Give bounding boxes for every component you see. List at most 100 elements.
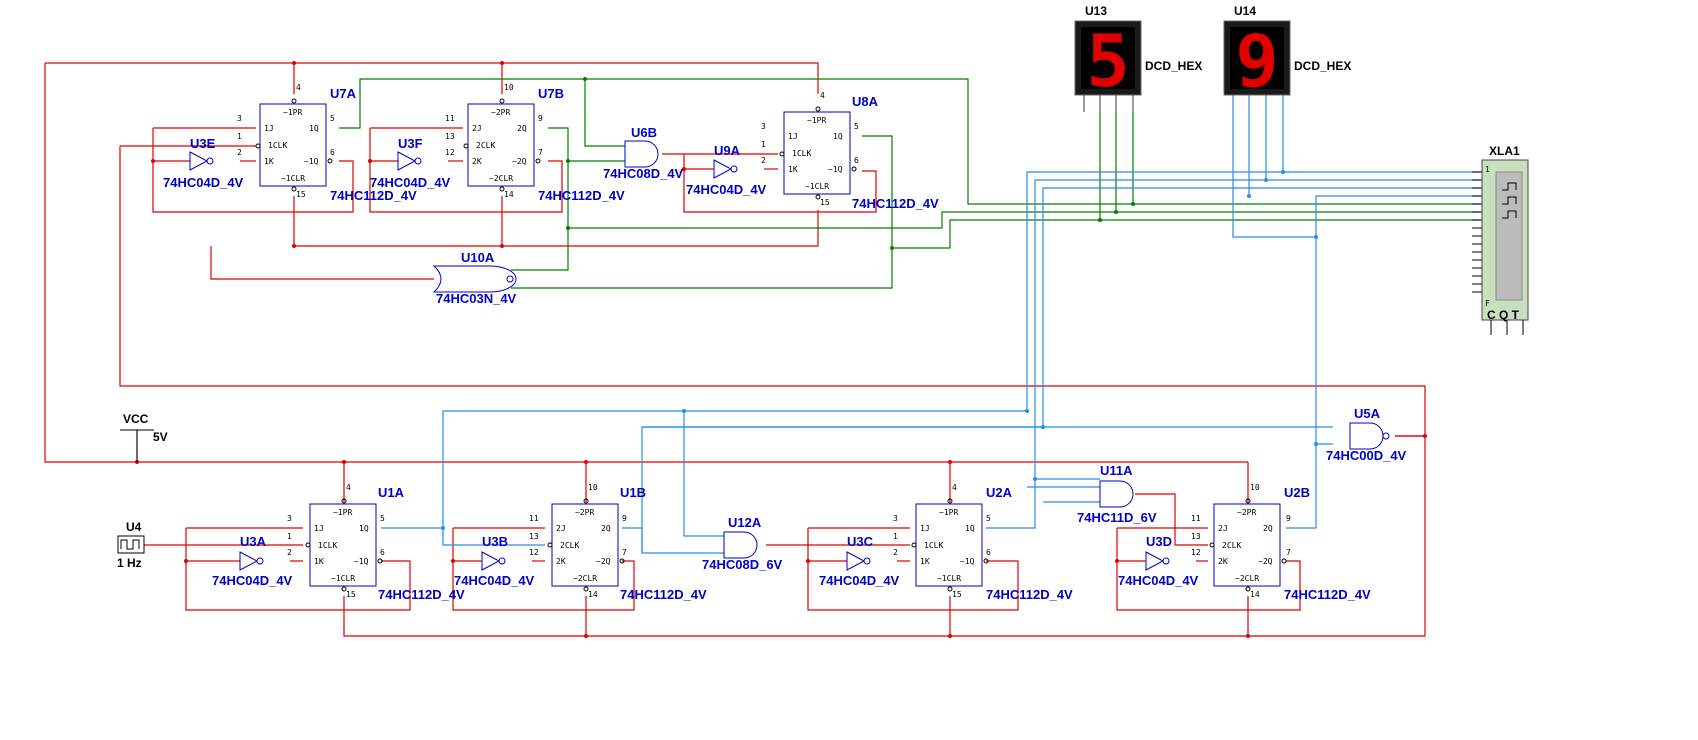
vcc-value: 5V [153,430,168,444]
pin-k: 2K [1218,557,1228,566]
part-label: 74HC04D_4V [163,175,244,190]
pin-pr: ~2PR [575,508,594,517]
pinnum: 10 [1250,483,1260,492]
analyzer-pin-f: F [1485,299,1490,308]
flipflop-u2b[interactable]: U2B 74HC112D_4V ~2PR 2J 2CLK 2K 2Q ~2Q ~… [1191,483,1371,602]
vcc-source[interactable]: VCC 5V [120,412,168,462]
pin-k: 1K [920,557,930,566]
nand-gate-u10a[interactable]: U10A 74HC03N_4V [432,250,517,306]
flipflop-u7a[interactable]: U7A 74HC112D_4V ~1PR 1J 1CLK 1K 1Q ~1Q ~… [237,83,417,203]
pin-k: 1K [314,557,324,566]
pin-clk: 1CLK [318,541,337,550]
clock-source-u4[interactable]: U4 1 Hz [117,520,145,570]
blue-wires [381,95,1480,554]
ref-label: U7B [538,86,564,101]
inverter-u3f[interactable]: U3F 74HC04D_4V [370,136,451,190]
pinnum: 14 [588,590,598,599]
pin-qn: ~1Q [960,557,975,566]
pinnum: 6 [986,548,991,557]
pin-clr: ~1CLR [331,574,355,583]
pinnum: 11 [529,514,539,523]
pinnum: 14 [1250,590,1260,599]
inverter-u3c[interactable]: U3C 74HC04D_4V [819,534,900,588]
vcc-label: VCC [123,412,149,426]
pin-clk: 1CLK [268,141,287,150]
green-junctions [566,77,1135,250]
ref-label: U1B [620,485,646,500]
ref-label: U3A [240,534,267,549]
and-gate-u6b[interactable]: U6B 74HC08D_4V [603,125,684,181]
pinnum: 1 [237,132,242,141]
flipflop-u1a[interactable]: U1A 74HC112D_4V ~1PR 1J 1CLK 1K 1Q ~1Q ~… [287,483,465,602]
display-part: DCD_HEX [1145,59,1202,73]
ref-label: U3D [1146,534,1172,549]
pin-j: 2J [556,524,566,533]
pin-q: 2Q [1263,524,1273,533]
ref-label: U3F [398,136,423,151]
pinnum: 7 [622,548,627,557]
flipflop-u1b[interactable]: U1B 74HC112D_4V ~2PR 2J 2CLK 2K 2Q ~2Q ~… [529,483,707,602]
hex-display-u14: U14 DCD_HEX 9 [1223,4,1351,103]
analyzer-ref: XLA1 [1489,144,1520,158]
pin-pr: ~1PR [283,108,302,117]
pin-j: 1J [788,132,798,141]
part-label: 74HC112D_4V [1284,587,1371,602]
pin-pr: ~2PR [491,108,510,117]
ref-label: U8A [852,94,879,109]
pinnum: 6 [330,148,335,157]
logic-analyzer-xla1[interactable]: XLA1 1 F C Q T [1472,144,1529,335]
pinnum: 5 [986,514,991,523]
flipflop-u7b[interactable]: U7B 74HC112D_4V ~2PR 2J 2CLK 2K 2Q ~2Q ~… [445,83,625,203]
nand-gate-u5a[interactable]: U5A 74HC00D_4V [1326,406,1407,463]
pinnum: 9 [622,514,627,523]
pinnum: 4 [952,483,957,492]
ref-label: U3E [190,136,216,151]
display-part: DCD_HEX [1294,59,1351,73]
and-gate-u11a[interactable]: U11A 74HC11D_6V [1077,463,1157,525]
pinnum: 15 [820,198,830,207]
pinnum: 13 [1191,532,1201,541]
part-label: 74HC11D_6V [1077,510,1157,525]
pinnum: 11 [1191,514,1201,523]
inverter-u3d[interactable]: U3D 74HC04D_4V [1118,534,1199,588]
analyzer-pin-1: 1 [1485,165,1490,174]
hex-display-u13: U13 DCD_HEX 5 [1074,4,1202,112]
part-label: 74HC08D_6V [702,557,783,572]
flipflop-u8a[interactable]: U8A 74HC112D_4V ~1PR 1J 1CLK 1K 1Q ~1Q ~… [761,91,939,211]
junction-dots [135,61,1427,638]
pin-q: 2Q [601,524,611,533]
pinnum: 2 [893,548,898,557]
part-label: 74HC112D_4V [330,188,417,203]
inverter-u3e[interactable]: U3E 74HC04D_4V [163,136,244,190]
pinnum: 12 [529,548,539,557]
pin-k: 2K [556,557,566,566]
display-ref: U14 [1234,4,1256,18]
ref-label: U1A [378,485,405,500]
display-ref: U13 [1085,4,1107,18]
pin-pr: ~1PR [333,508,352,517]
flipflop-u2a[interactable]: U2A 74HC112D_4V ~1PR 1J 1CLK 1K 1Q ~1Q ~… [893,483,1073,602]
pinnum: 6 [380,548,385,557]
inverter-u3a[interactable]: U3A 74HC04D_4V [212,534,293,588]
inverter-u9a[interactable]: U9A 74HC04D_4V [686,143,767,197]
part-label: 74HC04D_4V [686,182,767,197]
and-gate-u12a[interactable]: U12A 74HC08D_6V [702,515,783,572]
part-label: 74HC04D_4V [370,175,451,190]
part-label: 74HC112D_4V [378,587,465,602]
ref-label: U3C [847,534,874,549]
ref-label: U9A [714,143,741,158]
pin-q: 1Q [309,124,319,133]
pinnum: 9 [1286,514,1291,523]
pinnum: 11 [445,114,455,123]
pinnum: 4 [346,483,351,492]
pinnum: 13 [529,532,539,541]
pinnum: 4 [296,83,301,92]
inverter-u3b[interactable]: U3B 74HC04D_4V [454,534,535,588]
ref-label: U2B [1284,485,1310,500]
pin-clr: ~2CLR [489,174,513,183]
pin-q: 2Q [517,124,527,133]
pin-qn: ~2Q [596,557,611,566]
pinnum: 13 [445,132,455,141]
pin-qn: ~2Q [512,157,527,166]
pin-pr: ~1PR [939,508,958,517]
